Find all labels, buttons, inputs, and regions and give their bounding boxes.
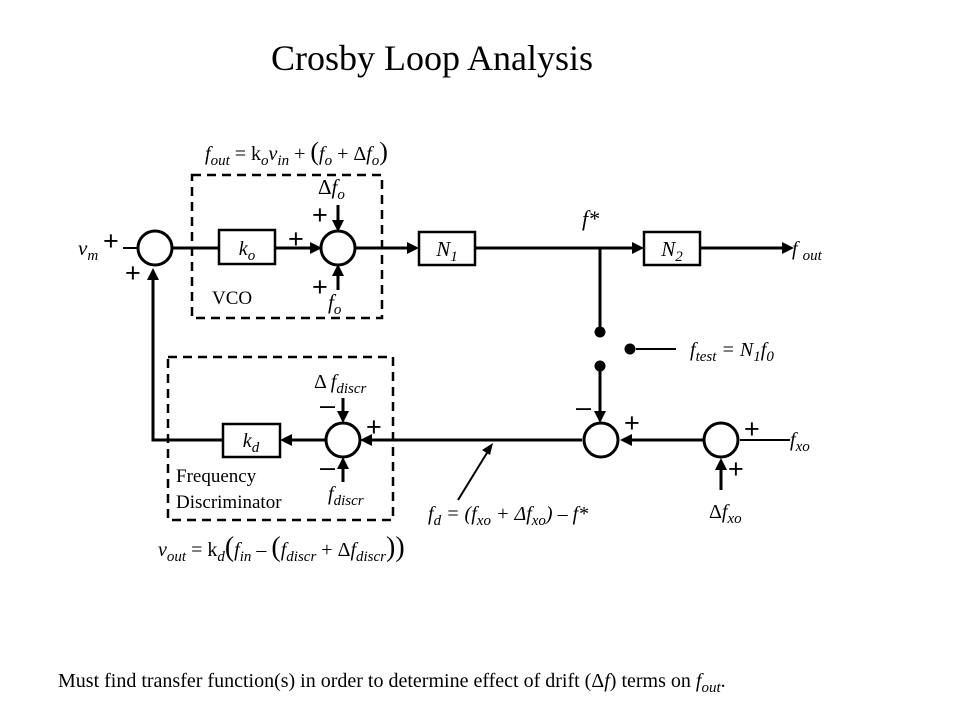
sign-feedback-plus: + [125, 258, 141, 288]
svg-text:vout = kd(fin – (fdiscr + Δfdi: vout = kd(fin – (fdiscr + Δfdiscr)) [158, 532, 405, 565]
fd-pointer-line [457, 447, 491, 501]
freq-disc-label-line2: Discriminator [176, 492, 282, 513]
label-delta-fo: Δfo [318, 175, 345, 203]
svg-text:fout = kovin + (fo + Δfo): fout = kovin + (fo + Δfo) [205, 137, 388, 169]
vco-equation: fout = kovin + (fo + Δfo) [205, 137, 388, 169]
sign-fdiscr-minus: – [320, 452, 335, 482]
sign-sum3-plus: + [366, 412, 382, 442]
switch-contact-bottom [594, 360, 606, 372]
block-kd: kd [221, 422, 282, 459]
vco-label: VCO [212, 288, 252, 309]
label-ftest: ftest = N1f0 [690, 339, 774, 365]
summing-node-vco [319, 229, 357, 267]
label-fout: f out [792, 238, 823, 264]
sign-delta-fo-plus: + [312, 200, 328, 230]
arrow-into-sum4 [620, 434, 632, 446]
label-fo: fo [328, 290, 342, 318]
switch-contact-test [624, 343, 636, 355]
arrow-into-n2 [632, 242, 644, 254]
arrow-delta-fdiscr [337, 411, 349, 423]
label-delta-fdiscr: Δ fdiscr [314, 371, 366, 397]
svg-text:ko: ko [239, 238, 256, 264]
label-vm: vm [78, 236, 98, 264]
arrow-into-sum2 [310, 242, 322, 254]
summing-node-error [582, 421, 620, 459]
freq-disc-label-line1: Frequency [176, 466, 257, 487]
arrow-fdiscr [337, 457, 349, 469]
arrow-into-sum1 [147, 268, 159, 280]
svg-text:N1: N1 [435, 237, 458, 265]
footer-note: Must find transfer function(s) in order … [58, 670, 726, 696]
arrow-into-sum4-top [594, 411, 606, 423]
arrow-delta-fxo [715, 458, 727, 470]
summing-node-discriminator [324, 421, 362, 459]
sign-fstar-minus: – [576, 392, 591, 422]
label-f-star: f* [582, 206, 599, 231]
label-fxo: fxo [790, 429, 810, 455]
sign-vm-plus: + [103, 226, 119, 256]
sign-delta-fdiscr-minus: – [320, 390, 335, 420]
discriminator-equation: vout = kd(fin – (fdiscr + Δfdiscr)) [158, 532, 405, 565]
label-delta-fxo: Δfxo [709, 501, 742, 527]
arrow-into-n1 [407, 242, 419, 254]
arrow-fo [332, 264, 344, 276]
summing-node-reference [702, 421, 740, 459]
label-fdiscr: fdiscr [328, 483, 364, 509]
block-ko: ko [217, 228, 277, 266]
label-fd-equation: fd = (fxo + Δfxo) – f* [428, 503, 588, 529]
sign-fo-plus: + [312, 272, 328, 302]
arrow-fout [782, 242, 794, 254]
arrow-into-kd [280, 434, 292, 446]
arrow-delta-fo [332, 220, 344, 232]
sign-fxo-plus: + [744, 414, 760, 444]
block-n1: N1 [417, 230, 477, 267]
sign-delta-fxo-plus: + [728, 454, 744, 484]
summing-node-input [136, 229, 174, 267]
svg-text:N2: N2 [660, 237, 683, 265]
svg-text:kd: kd [243, 430, 260, 456]
sign-sum4-plus: + [624, 408, 640, 438]
switch-contact-top [594, 326, 606, 338]
sign-ko-plus: + [288, 224, 304, 254]
slide-title: Crosby Loop Analysis [271, 38, 593, 78]
arrow-into-sum3 [360, 434, 372, 446]
wire-kd-feedback [151, 275, 223, 442]
block-n2: N2 [642, 230, 702, 267]
fd-pointer-arrowhead [482, 443, 493, 455]
